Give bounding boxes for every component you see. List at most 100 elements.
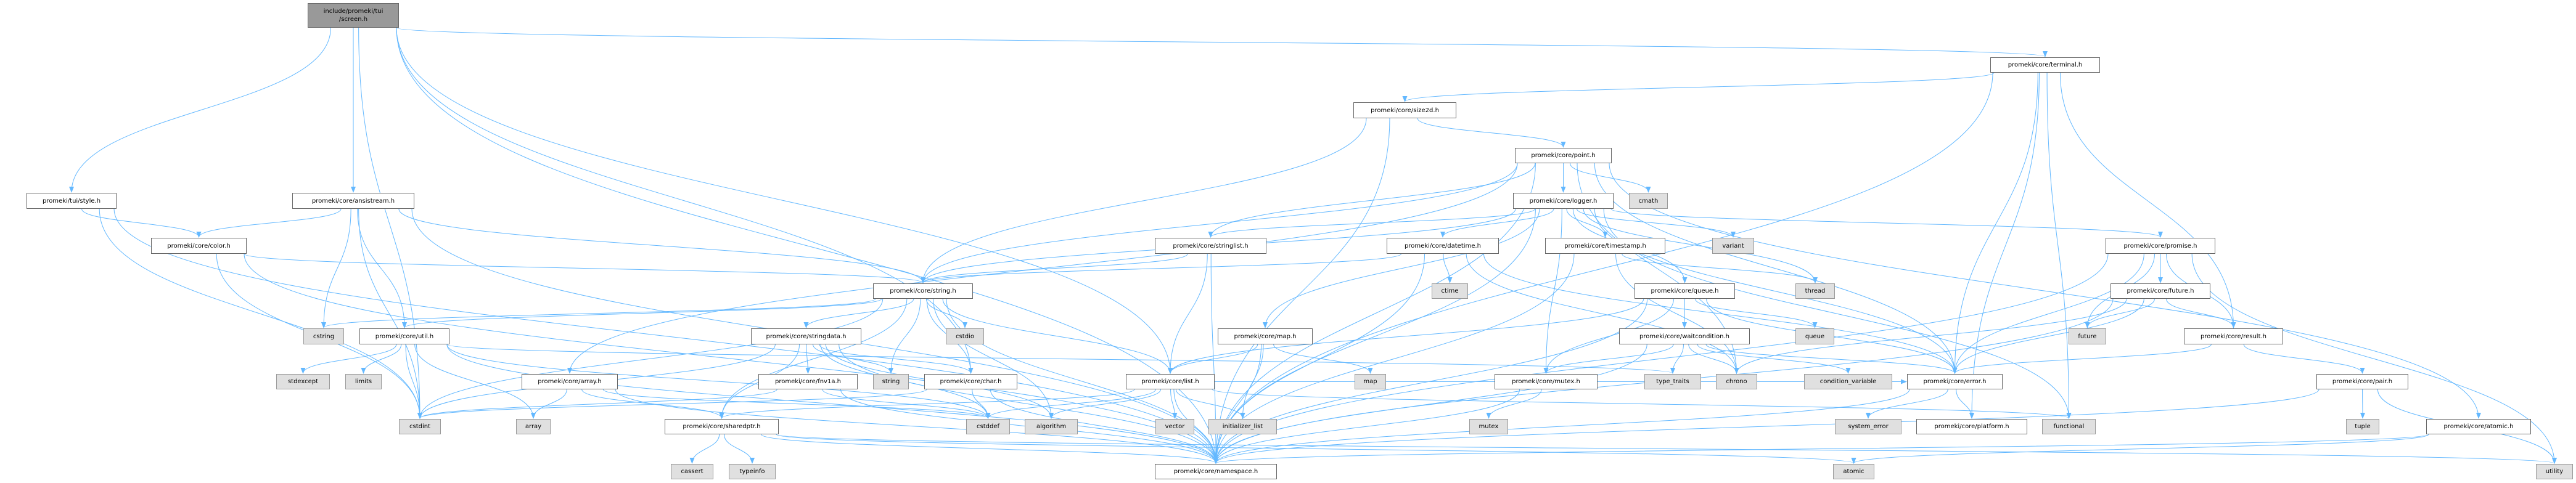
node-atomic[interactable]: atomic <box>1833 464 1874 479</box>
node-stringdata[interactable]: promeki/core/stringdata.h <box>751 328 861 344</box>
node-algorithm[interactable]: algorithm <box>1025 419 1078 434</box>
node-limits[interactable]: limits <box>345 374 382 389</box>
node-logger[interactable]: promeki/core/logger.h <box>1513 193 1614 209</box>
node-namespace[interactable]: promeki/core/namespace.h <box>1155 464 1277 479</box>
node-timestamp[interactable]: promeki/core/timestamp.h <box>1545 238 1665 254</box>
node-vector[interactable]: vector <box>1155 419 1194 434</box>
node-mutex[interactable]: mutex <box>1469 419 1508 434</box>
node-future[interactable]: future <box>2069 328 2106 344</box>
node-label: limits <box>355 378 372 385</box>
edge-timestamp-to-thread <box>1622 253 1818 283</box>
node-map-h[interactable]: promeki/core/map.h <box>1218 328 1313 344</box>
node-cassert[interactable]: cassert <box>671 464 713 479</box>
node-array[interactable]: array <box>516 419 551 434</box>
node-mutex-h[interactable]: promeki/core/mutex.h <box>1495 374 1598 389</box>
node-result[interactable]: promeki/core/result.h <box>2184 328 2283 344</box>
node-atomic-h[interactable]: promeki/core/atomic.h <box>2426 419 2531 434</box>
node-label: chrono <box>1726 378 1747 385</box>
node-future-h[interactable]: promeki/core/future.h <box>2110 283 2210 299</box>
node-condition-variable[interactable]: condition_variable <box>1804 374 1892 389</box>
node-tuple[interactable]: tuple <box>2346 419 2379 434</box>
node-cmath[interactable]: cmath <box>1629 193 1668 209</box>
node-cstddef[interactable]: cstddef <box>966 419 1010 434</box>
node-utility[interactable]: utility <box>2536 464 2573 479</box>
edge-logger-to-timestamp <box>1566 208 1608 238</box>
node-chrono[interactable]: chrono <box>1716 374 1757 389</box>
edge-list_h-to-initializer_list <box>1175 389 1245 419</box>
node-label: cmath <box>1638 197 1659 205</box>
node-ansistream[interactable]: promeki/core/ansistream.h <box>292 193 414 209</box>
node-platform[interactable]: promeki/core/platform.h <box>1916 419 2027 434</box>
node-color[interactable]: promeki/core/color.h <box>151 238 247 254</box>
node-label: array <box>525 423 542 430</box>
edge-queue_h-to-queue <box>1694 298 1818 328</box>
edge-map_h-to-map <box>1273 344 1373 374</box>
edge-screen-to-char_h <box>396 27 974 374</box>
node-initializer-list[interactable]: initializer_list <box>1208 419 1277 434</box>
node-typeinfo[interactable]: typeinfo <box>729 464 776 479</box>
node-label: promeki/core/sharedptr.h <box>683 423 761 430</box>
node-screen[interactable]: include/promeki/tui/screen.h <box>308 3 399 28</box>
node-pair-h[interactable]: promeki/core/pair.h <box>2316 374 2408 389</box>
edge-promise-to-utility <box>2191 253 2557 464</box>
node-string[interactable]: string <box>873 374 909 389</box>
node-cstring[interactable]: cstring <box>303 328 344 344</box>
node-map[interactable]: map <box>1355 374 1386 389</box>
node-label: mutex <box>1479 423 1499 430</box>
node-type-traits[interactable]: type_traits <box>1644 374 1701 389</box>
node-stringlist[interactable]: promeki/core/stringlist.h <box>1155 238 1266 254</box>
edge-waitcondition-to-error_h <box>1705 344 1958 374</box>
edge-terminal-to-error_h <box>1952 72 2038 374</box>
node-promise[interactable]: promeki/core/promise.h <box>2106 238 2215 254</box>
node-label: promeki/core/error.h <box>1923 378 1987 385</box>
edge-error_h-to-system_error <box>1866 389 1948 419</box>
node-variant[interactable]: variant <box>1712 238 1754 254</box>
node-cstdint[interactable]: cstdint <box>399 419 441 434</box>
edge-array_h-to-array <box>531 389 567 419</box>
edge-util-to-limits <box>361 344 402 374</box>
node-thread[interactable]: thread <box>1795 283 1835 299</box>
edge-error_h-to-platform <box>1956 389 1974 419</box>
node-list-h[interactable]: promeki/core/list.h <box>1126 374 1215 389</box>
edge-mutex_h-to-namespace <box>1213 389 1520 464</box>
edge-ansistream-to-cstring <box>321 208 351 328</box>
node-label: promeki/core/mutex.h <box>1512 378 1580 385</box>
edge-string_h-to-cstdint <box>417 298 884 419</box>
edge-waitcondition-to-namespace <box>1213 344 1647 464</box>
node-error-h[interactable]: promeki/core/error.h <box>1907 374 2003 389</box>
node-label: cstdint <box>409 423 430 430</box>
node-stdexcept[interactable]: stdexcept <box>276 374 330 389</box>
edge-util-to-namespace <box>446 344 1218 464</box>
node-char-h[interactable]: promeki/core/char.h <box>924 374 1017 389</box>
node-label: promeki/core/string.h <box>890 288 956 294</box>
node-label: map <box>1363 378 1377 385</box>
node-point[interactable]: promeki/core/point.h <box>1515 148 1612 163</box>
node-util[interactable]: promeki/core/util.h <box>359 328 449 344</box>
node-style[interactable]: promeki/tui/style.h <box>27 193 117 209</box>
node-array-h[interactable]: promeki/core/array.h <box>522 374 618 389</box>
node-functional[interactable]: functional <box>2042 419 2096 434</box>
edge-style-to-color <box>81 208 202 238</box>
node-system-error[interactable]: system_error <box>1835 419 1901 434</box>
node-ctime[interactable]: ctime <box>1432 283 1468 299</box>
node-label: promeki/core/atomic.h <box>2443 423 2514 430</box>
node-waitcondition[interactable]: promeki/core/waitcondition.h <box>1619 328 1750 344</box>
node-datetime[interactable]: promeki/core/datetime.h <box>1387 238 1499 254</box>
node-label: promeki/core/color.h <box>167 242 231 250</box>
node-label: promeki/core/timestamp.h <box>1564 242 1646 250</box>
node-size2d[interactable]: promeki/core/size2d.h <box>1353 102 1456 118</box>
node-sharedptr[interactable]: promeki/core/sharedptr.h <box>665 419 779 434</box>
node-fnv1a[interactable]: promeki/core/fnv1a.h <box>758 374 858 389</box>
edge-stringdata-to-fnv1a <box>805 344 811 374</box>
edge-map_h-to-namespace <box>1213 344 1262 464</box>
edge-future_h-to-future <box>2085 298 2156 328</box>
edge-logger-to-datetime <box>1440 208 1554 238</box>
node-cstdio[interactable]: cstdio <box>946 328 984 344</box>
edge-logger-to-map_h <box>1263 208 1540 328</box>
node-terminal[interactable]: promeki/core/terminal.h <box>1990 57 2100 73</box>
node-queue[interactable]: queue <box>1795 328 1834 344</box>
node-string-h[interactable]: promeki/core/string.h <box>873 283 973 299</box>
node-queue-h[interactable]: promeki/core/queue.h <box>1635 283 1735 299</box>
edge-terminal-to-functional <box>2046 72 2072 419</box>
